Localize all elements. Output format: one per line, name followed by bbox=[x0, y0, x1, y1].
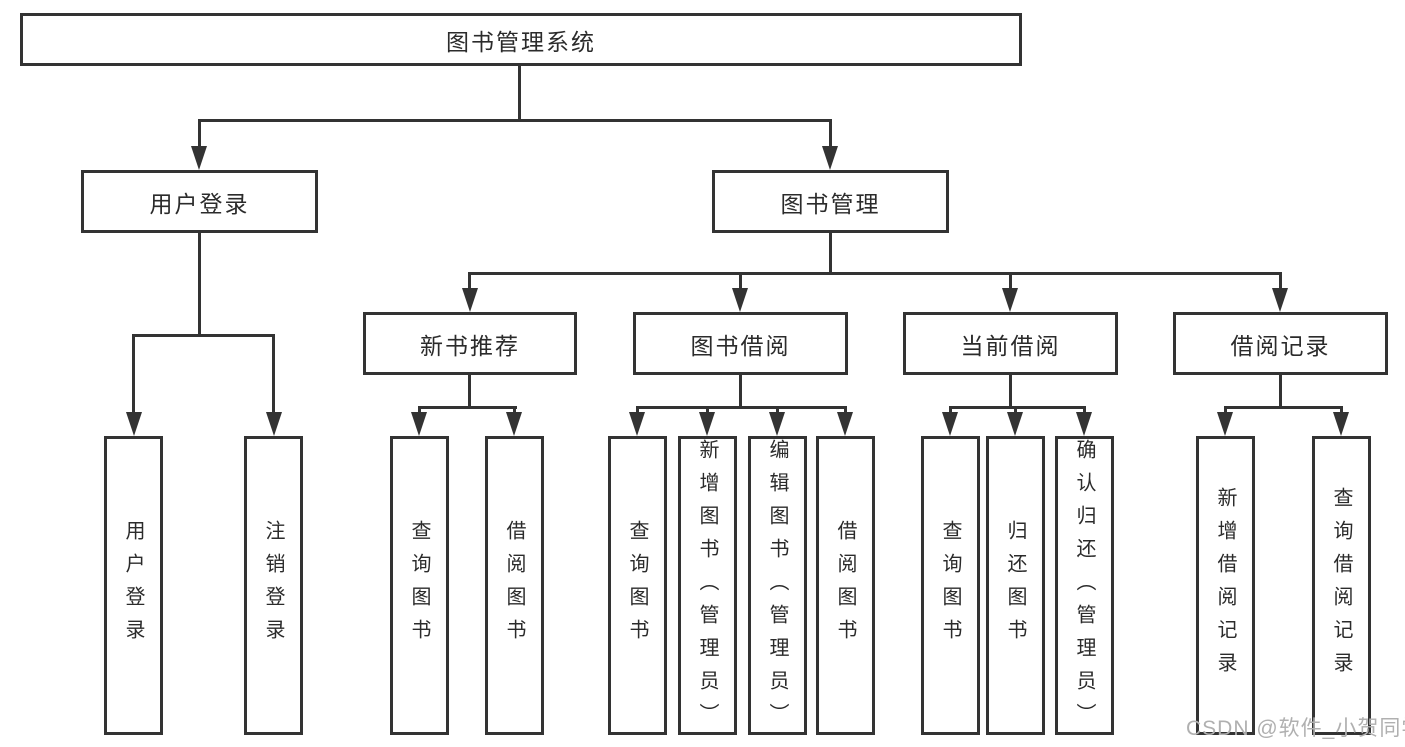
connector-line bbox=[1340, 406, 1343, 416]
node-user-login: 用户登录 bbox=[81, 170, 318, 233]
connector-line bbox=[636, 406, 639, 416]
arrow-down-icon bbox=[266, 412, 282, 436]
leaf-query-borrow-record: 查询借阅记录 bbox=[1312, 436, 1371, 735]
connector-line bbox=[949, 406, 1086, 409]
connector-line bbox=[1279, 375, 1282, 409]
watermark-text: CSDN @软件_小贺同学 bbox=[1186, 717, 1405, 740]
connector-line bbox=[1009, 375, 1012, 409]
connector-line bbox=[776, 406, 779, 416]
connector-line bbox=[636, 406, 847, 409]
leaf-logout: 注销登录 bbox=[244, 436, 303, 735]
connector-line bbox=[1009, 272, 1012, 290]
connector-line bbox=[1014, 406, 1017, 416]
leaf-add-book-admin: 新增图书（管理员） bbox=[678, 436, 737, 736]
leaf-return-books: 归还图书 bbox=[986, 436, 1045, 735]
connector-line bbox=[949, 406, 952, 416]
arrow-down-icon bbox=[411, 412, 427, 436]
connector-line bbox=[468, 272, 1282, 275]
connector-line bbox=[1224, 406, 1227, 416]
connector-line bbox=[272, 334, 275, 416]
leaf-borrow-books-recommend: 借阅图书 bbox=[485, 436, 544, 735]
arrow-down-icon bbox=[837, 412, 853, 436]
leaf-add-borrow-record: 新增借阅记录 bbox=[1196, 436, 1255, 735]
connector-line bbox=[418, 406, 517, 409]
arrow-down-icon bbox=[629, 412, 645, 436]
arrow-down-icon bbox=[191, 146, 207, 170]
leaf-query-books-recommend: 查询图书 bbox=[390, 436, 449, 735]
node-current-borrowing: 当前借阅 bbox=[903, 312, 1118, 375]
node-book-management: 图书管理 bbox=[712, 170, 949, 233]
node-borrowing-records: 借阅记录 bbox=[1173, 312, 1388, 375]
leaf-query-books-borrowing: 查询图书 bbox=[608, 436, 667, 735]
node-new-book-recommendation: 新书推荐 bbox=[363, 312, 577, 375]
connector-line bbox=[829, 119, 832, 149]
connector-line bbox=[739, 272, 742, 290]
arrow-down-icon bbox=[1002, 288, 1018, 312]
arrow-down-icon bbox=[506, 412, 522, 436]
connector-line bbox=[513, 406, 516, 416]
connector-line bbox=[844, 406, 847, 416]
arrow-down-icon bbox=[1272, 288, 1288, 312]
leaf-confirm-return-admin: 确认归还（管理员） bbox=[1055, 436, 1114, 736]
connector-line bbox=[1279, 272, 1282, 290]
arrow-down-icon bbox=[732, 288, 748, 312]
connector-line bbox=[468, 272, 471, 290]
node-library-management-system: 图书管理系统 bbox=[20, 13, 1022, 66]
arrow-down-icon bbox=[1007, 412, 1023, 436]
arrow-down-icon bbox=[462, 288, 478, 312]
node-book-borrowing: 图书借阅 bbox=[633, 312, 848, 375]
connector-line bbox=[198, 119, 832, 122]
connector-line bbox=[829, 233, 832, 275]
arrow-down-icon bbox=[126, 412, 142, 436]
arrow-down-icon bbox=[699, 412, 715, 436]
connector-line bbox=[132, 334, 135, 416]
connector-line bbox=[706, 406, 709, 416]
arrow-down-icon bbox=[769, 412, 785, 436]
arrow-down-icon bbox=[1076, 412, 1092, 436]
connector-line bbox=[198, 119, 201, 149]
arrow-down-icon bbox=[822, 146, 838, 170]
leaf-edit-book-admin: 编辑图书（管理员） bbox=[748, 436, 807, 736]
arrow-down-icon bbox=[942, 412, 958, 436]
leaf-query-books-current: 查询图书 bbox=[921, 436, 980, 735]
connector-line bbox=[1083, 406, 1086, 416]
leaf-user-login: 用户登录 bbox=[104, 436, 163, 735]
connector-line bbox=[468, 375, 471, 409]
connector-line bbox=[518, 64, 521, 122]
leaf-borrow-books-borrowing: 借阅图书 bbox=[816, 436, 875, 735]
connector-line bbox=[198, 232, 201, 337]
connector-line bbox=[739, 375, 742, 409]
arrow-down-icon bbox=[1217, 412, 1233, 436]
connector-line bbox=[418, 406, 421, 416]
connector-line bbox=[1224, 406, 1343, 409]
arrow-down-icon bbox=[1333, 412, 1349, 436]
connector-line bbox=[132, 334, 275, 337]
